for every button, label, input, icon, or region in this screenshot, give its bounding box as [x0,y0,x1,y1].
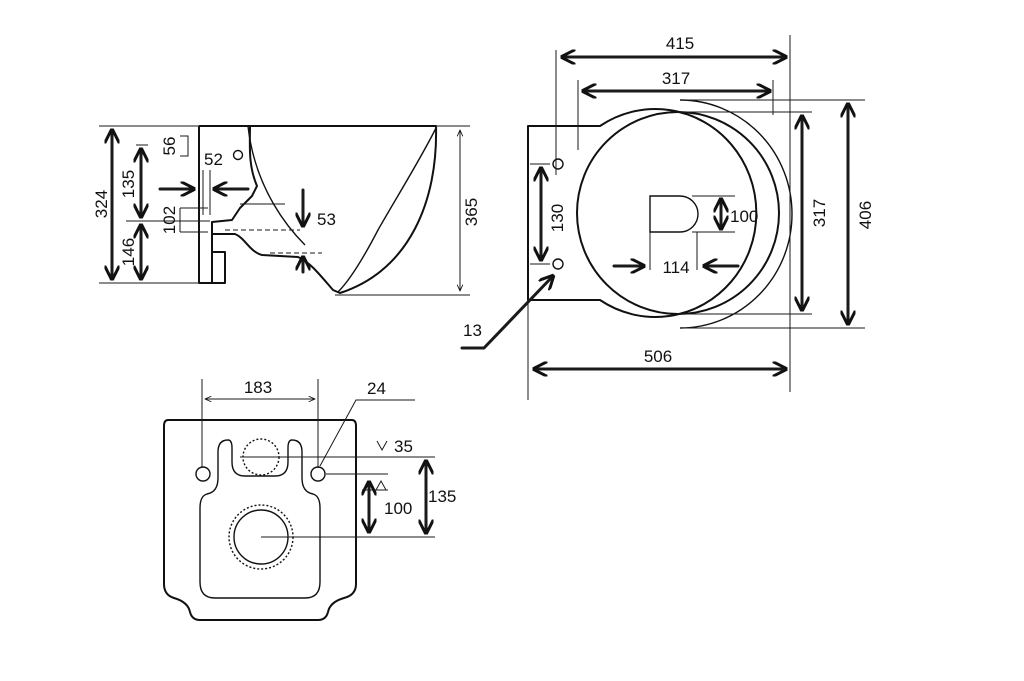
top-fixing-hole-upper [552,158,564,170]
dim-135-back-label: 135 [428,487,456,506]
dim-114-label: 114 [662,258,689,277]
dim-56-label: 56 [160,137,179,156]
dim-506-label: 506 [644,347,672,366]
top-fixing-hole-lower [552,258,564,270]
back-fixing-hole-left [195,466,211,482]
dim-365-label: 365 [462,198,481,226]
dim-100-label: 100 [730,207,758,226]
dim-317v-label: 317 [810,199,829,227]
dim-130-label: 130 [548,204,567,232]
back-inner-outline [199,439,321,599]
back-view: 183 24 35 100 135 [163,378,456,621]
dim-324-label: 324 [92,190,111,218]
top-view-outline [527,108,758,318]
top-view: 415 317 130 100 114 317 406 13 506 [460,34,875,400]
dim-52-label: 52 [204,150,223,169]
dim-35-label: 35 [394,437,413,456]
side-view: 324 135 146 56 52 102 53 365 [92,125,481,296]
dim-35-arrow [376,440,388,452]
dim-415-label: 415 [666,34,694,53]
dim-13-leader [460,276,553,350]
side-inlet-hole [232,149,244,161]
dim-317h-label: 317 [662,69,690,88]
dim-146-label: 146 [119,238,138,266]
back-fixing-hole-right [310,466,326,482]
dim-135-label: 135 [119,170,138,198]
dim-102-label: 102 [160,206,179,234]
outlet-d-shape [649,195,699,233]
dim-183-label: 183 [244,378,272,397]
dim-24-label: 24 [367,379,386,398]
dim-13-label: 13 [463,321,482,340]
back-view-outline [163,419,357,621]
dim-100-back-label: 100 [384,499,412,518]
dim-406-label: 406 [856,201,875,229]
dim-53-label: 53 [317,210,336,229]
